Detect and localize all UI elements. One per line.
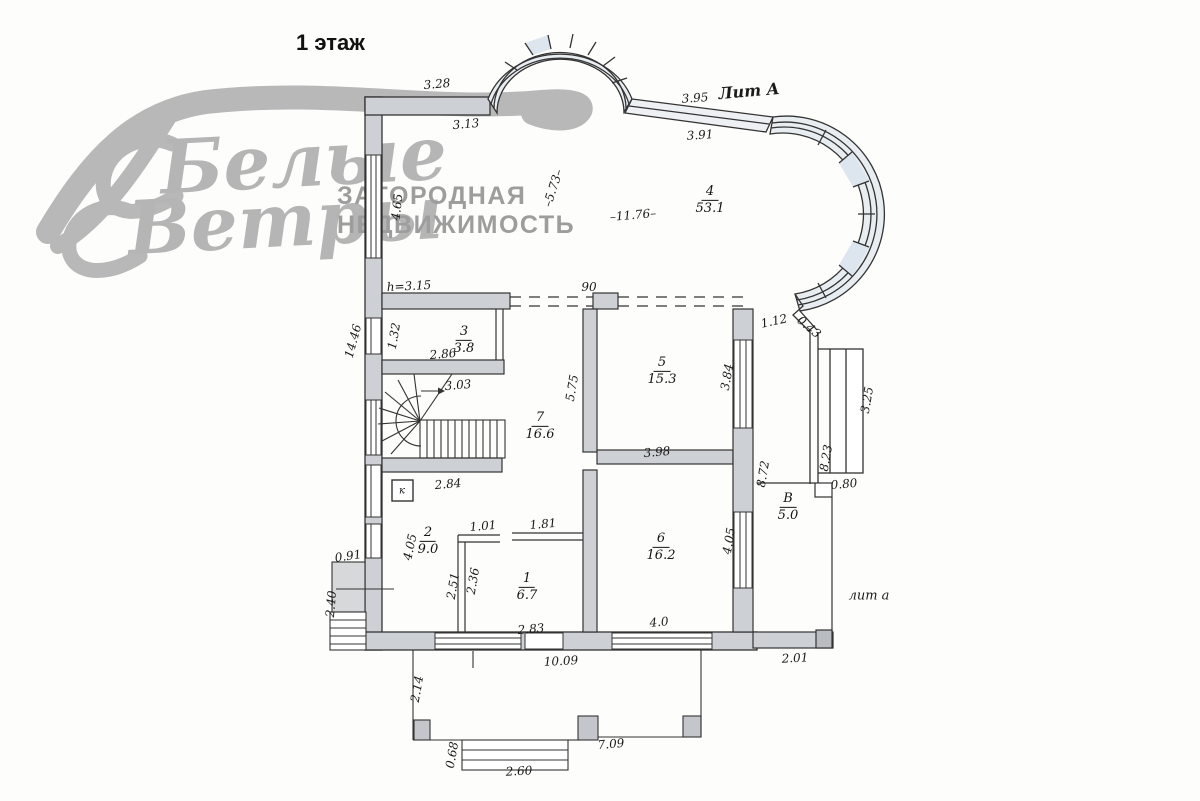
dimension-label: 8.72 [753,459,773,489]
dimension-label: 3.13 [452,115,480,133]
dimension-label: 3.95 [681,90,709,106]
veranda-annex [752,482,834,649]
dimension-label: –11.76– [609,206,657,224]
room-area: 3.8 [453,340,475,356]
room-area: 16.2 [646,547,676,563]
room-area: 53.1 [695,200,725,216]
dimension-label: 2.83 [517,620,545,638]
dimension-label: 2.01 [781,650,809,666]
dimension-label: 10.09 [543,653,579,669]
room-number: 2 [419,526,437,542]
room-area: 9.0 [417,541,439,557]
dimension-label: 0.43 [794,313,824,341]
dimension-label: 4.65 [388,192,406,222]
dimension-label: 4.05 [719,526,739,556]
dimension-label: 90 [581,280,597,294]
room-number: 7 [531,411,549,427]
page-title: 1 этаж [296,30,365,55]
dimension-label: 0.80 [830,475,858,493]
dimension-label: 2.51 [443,571,463,601]
annex-letter-label: лит а [848,588,890,604]
room-area: 6.7 [516,587,538,603]
dimension-label: 3.84 [717,362,737,392]
room-number: 3 [455,325,473,341]
room-number: 1 [518,572,536,588]
dimension-label: 2.84 [434,475,462,493]
dimension-label: 0.68 [442,740,462,770]
dimension-label: 2.14 [407,674,427,704]
dimension-label: 2.60 [505,763,533,779]
staircase [377,373,506,459]
dimension-label: 2.40 [322,590,340,618]
room-number: 6 [652,532,670,548]
building-letter-label: Лит А [717,78,781,104]
dimension-label: 4.0 [648,614,670,630]
room-number: 4 [701,185,719,201]
room-area: 15.3 [647,371,677,387]
dimension-label: 1.32 [384,321,404,351]
dimension-label: 2.36 [463,566,483,596]
room-number: 5 [653,356,671,372]
ceiling-height-note: h=3.15 [386,277,432,295]
room-number: В [779,492,797,508]
dimension-label: 1.12 [759,311,789,331]
dimension-label: 1.81 [529,515,557,533]
room-area: 5.0 [777,507,799,523]
dimension-label: 8.23 [816,443,836,473]
dimension-label: 7.09 [597,735,625,753]
room-area: 16.6 [525,426,555,442]
dimension-label: 3.98 [643,443,671,461]
flue-letter-label: к [399,485,405,497]
terrace [412,650,702,771]
dimension-label: 3.25 [857,385,877,415]
dimension-label: 5.75 [562,373,582,403]
dimension-label: 1.01 [469,517,497,535]
dimension-label: 3.03 [444,376,472,394]
dimension-label: –5.73– [540,167,566,209]
dimension-label: 3.91 [686,127,714,143]
left-porch-steps [329,561,394,651]
inner-walls [381,292,754,633]
dimension-label: 3.28 [423,75,451,93]
flue-box [391,479,414,502]
dimension-label: 14.46 [341,322,365,360]
dimension-label: 0.91 [333,547,363,565]
